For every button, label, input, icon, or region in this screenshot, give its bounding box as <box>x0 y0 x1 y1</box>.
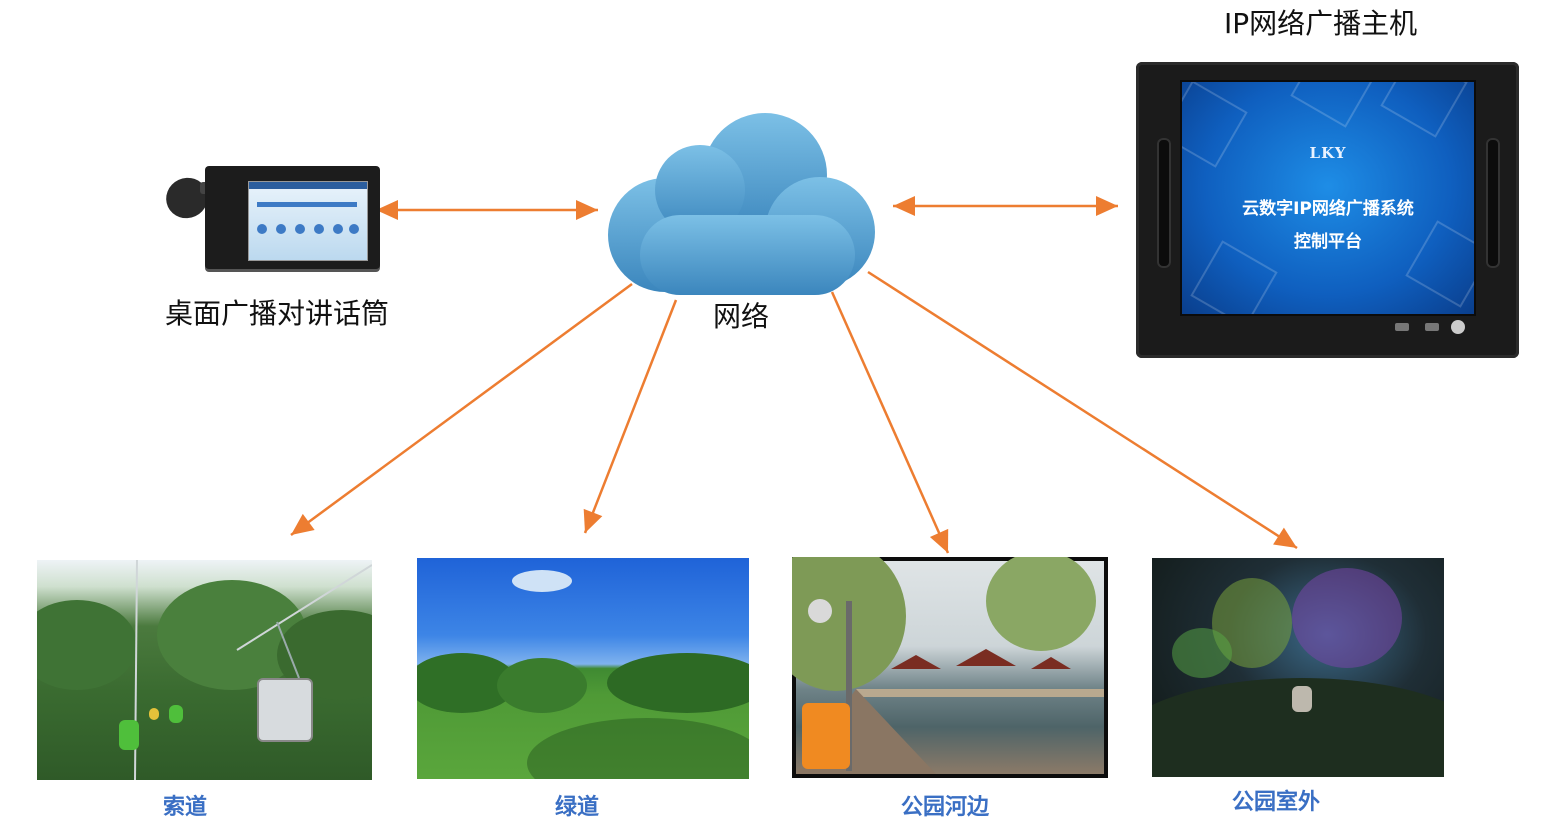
host-logo: LKY <box>1309 144 1347 162</box>
arrowhead <box>576 200 598 220</box>
scene-photo-park-outdoor <box>1152 558 1444 777</box>
arrowhead <box>291 513 315 535</box>
host-power-icon <box>1451 320 1465 334</box>
scene-photo-riverside <box>792 557 1108 778</box>
scene-label-riverside: 公园河边 <box>901 795 990 820</box>
arrow-to-greenway <box>583 299 678 534</box>
arrow-to-park-outdoor <box>867 270 1298 550</box>
network-label: 网络 <box>713 300 770 333</box>
desk-device-screen <box>248 181 368 261</box>
host-screen-title: 云数字IP网络广播系统 <box>1242 199 1414 219</box>
scene-photo-greenway <box>417 558 749 779</box>
arrowhead <box>893 196 915 216</box>
scene-label-park-outdoor: 公园室外 <box>1232 790 1321 815</box>
scene-label-cableway: 索道 <box>163 795 208 820</box>
host-label: IP网络广播主机 <box>1224 7 1418 40</box>
arrowhead <box>583 508 603 533</box>
host-handle-right <box>1486 138 1500 268</box>
arrow-to-cableway <box>290 282 633 537</box>
host-button-icon <box>1395 323 1409 331</box>
scene-label-greenway: 绿道 <box>555 795 600 820</box>
desk-label: 桌面广播对讲话筒 <box>165 297 390 330</box>
arrow-to-riverside <box>830 291 950 554</box>
arrowhead <box>376 200 398 220</box>
host-handle-left <box>1157 138 1171 268</box>
arrowhead <box>1273 527 1297 548</box>
host-screen-subtitle: 控制平台 <box>1294 232 1362 252</box>
network-cloud-icon <box>608 113 875 295</box>
arrowhead <box>929 528 949 553</box>
scene-photo-cableway <box>37 560 372 780</box>
arrowhead <box>1096 196 1118 216</box>
host-screen: LKY 云数字IP网络广播系统 控制平台 <box>1180 80 1476 316</box>
host-button-icon <box>1425 323 1439 331</box>
